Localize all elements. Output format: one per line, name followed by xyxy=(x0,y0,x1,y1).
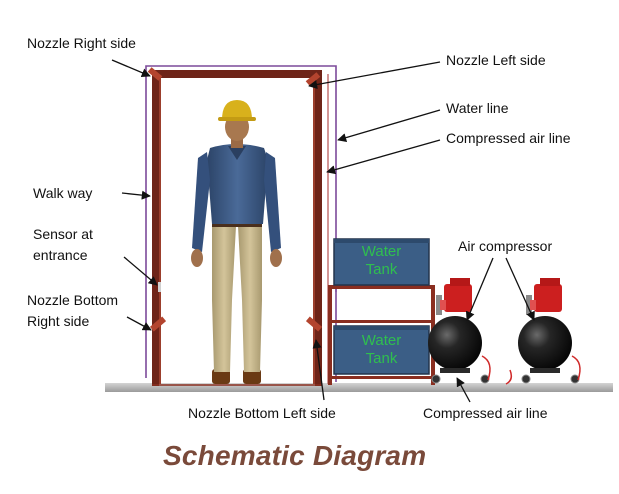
label-water-line: Water line xyxy=(446,100,509,116)
floor xyxy=(105,383,613,392)
air-line-frame xyxy=(145,65,337,382)
water-tank-lower-label: Water Tank xyxy=(334,332,429,368)
label-sensor-line1: Sensor at xyxy=(33,226,93,242)
arrow-compressed-air-bottom xyxy=(456,377,471,403)
arrow-nozzle-left xyxy=(308,61,441,89)
water-tank-upper-line2: Tank xyxy=(365,261,398,278)
label-nozzle-right-side: Nozzle Right side xyxy=(27,35,136,51)
label-nozzle-bottom-right-line1: Nozzle Bottom xyxy=(27,292,119,308)
arrow-nozzle-bottom-right xyxy=(126,316,152,331)
leader-arrows xyxy=(111,59,535,403)
arrow-nozzle-right xyxy=(111,59,151,78)
nozzle-bottom-left xyxy=(305,316,323,332)
label-air-compressor: Air compressor xyxy=(458,238,553,254)
label-sensor-line2: entrance xyxy=(33,247,88,263)
arrow-walk-way xyxy=(121,190,151,200)
label-compressed-air-line-bottom: Compressed air line xyxy=(423,405,548,421)
nozzle-bottom-right xyxy=(149,316,167,332)
worker-figure xyxy=(191,100,282,384)
label-nozzle-bottom-left-side: Nozzle Bottom Left side xyxy=(188,405,336,421)
water-tank-upper-line1: Water xyxy=(361,243,402,260)
label-walk-way: Walk way xyxy=(33,185,93,201)
water-tank-upper-label: Water Tank xyxy=(334,243,429,279)
walkway-frame xyxy=(152,70,329,386)
air-compressor-2 xyxy=(505,278,581,385)
water-tank-lower-line2: Tank xyxy=(365,350,398,367)
diagram-caption: Schematic Diagram xyxy=(163,440,427,471)
sensor-at-entrance xyxy=(158,282,161,292)
air-compressor-1 xyxy=(428,278,491,384)
water-tank-upper xyxy=(333,238,430,286)
arrow-compressed-air-top xyxy=(326,139,441,175)
arrow-water-line xyxy=(337,109,441,143)
arrow-nozzle-bottom-left xyxy=(312,339,325,401)
arrow-air-compressor-2 xyxy=(505,257,535,321)
water-tank-lower-line1: Water xyxy=(361,332,402,349)
arrow-sensor xyxy=(123,256,158,286)
label-nozzle-left-side: Nozzle Left side xyxy=(446,52,546,68)
nozzle-right-side xyxy=(147,67,163,81)
water-tank-lower xyxy=(333,325,430,375)
label-nozzle-bottom-right-line2: Right side xyxy=(27,313,90,329)
label-compressed-air-line-top: Compressed air line xyxy=(446,130,571,146)
arrow-air-compressor-1 xyxy=(465,257,494,321)
